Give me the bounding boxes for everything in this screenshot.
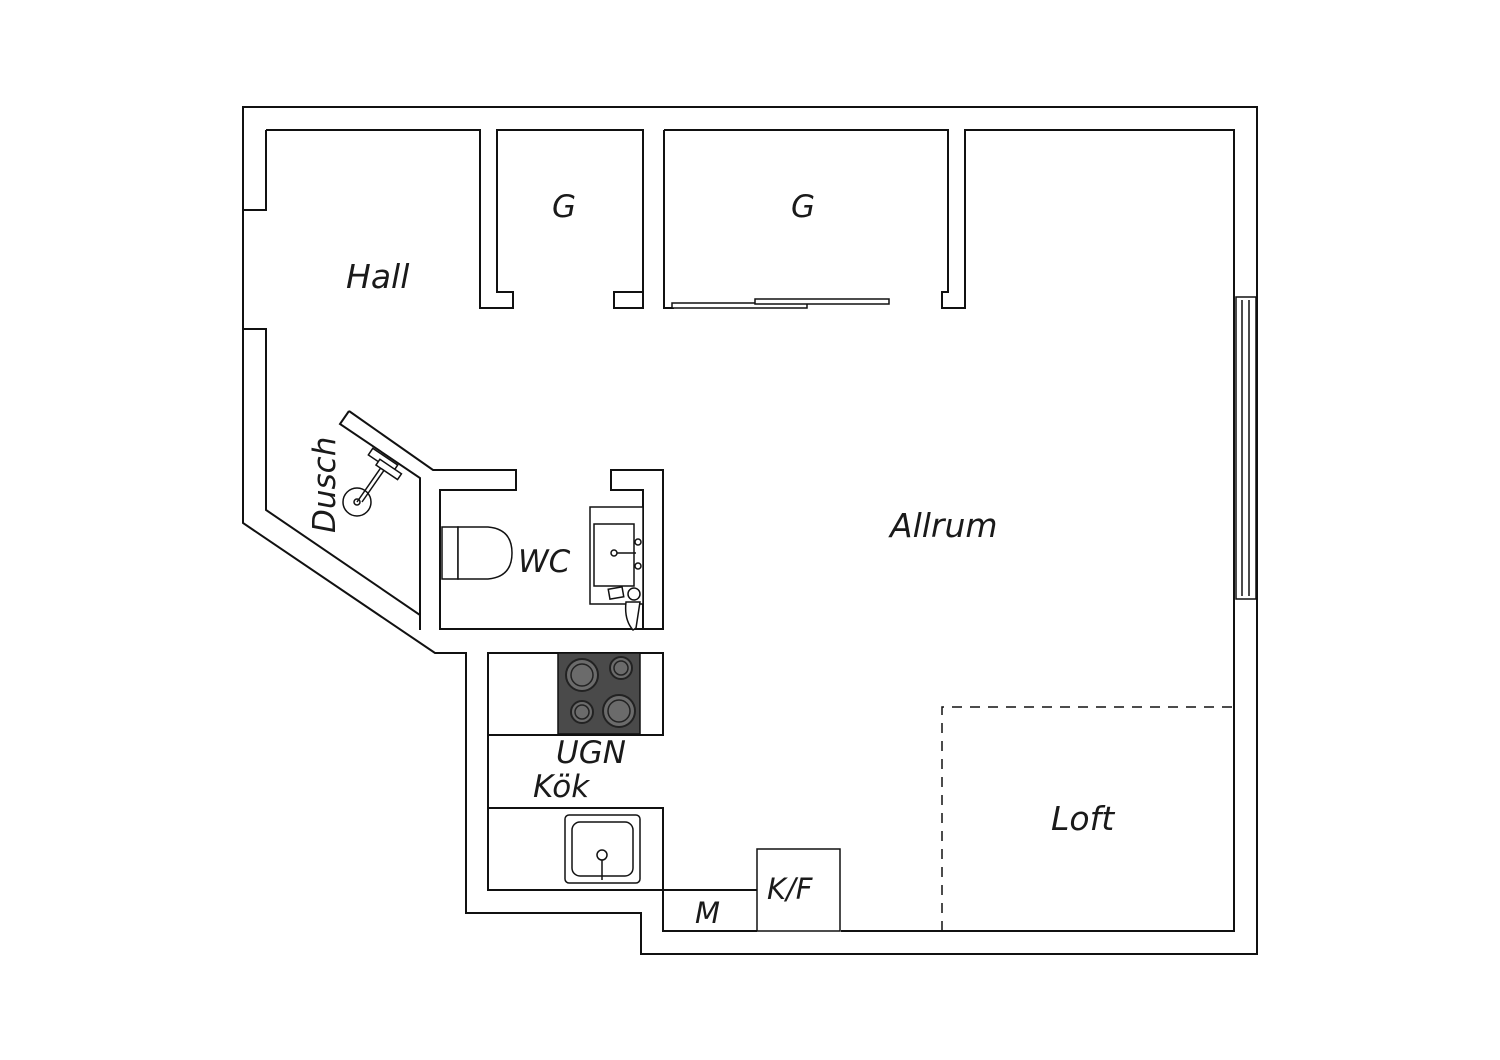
room-label-oven: UGN xyxy=(556,735,626,771)
sliding-door-left xyxy=(671,302,808,309)
room-label-shower: Dusch xyxy=(307,437,343,533)
room-label-wc: WC xyxy=(518,544,571,580)
room-label-closet2: G xyxy=(791,189,815,225)
kitchen-counter xyxy=(487,652,757,932)
bidet-shower-icon xyxy=(607,585,641,631)
closet-walls xyxy=(663,129,1235,932)
room-label-hall: Hall xyxy=(346,257,409,296)
hall-walls xyxy=(266,129,644,309)
room-label-living: Allrum xyxy=(888,506,998,545)
label-microwave: M xyxy=(695,896,720,930)
toilet-icon xyxy=(441,526,513,580)
loft-outline xyxy=(941,706,1234,931)
shower-head-icon xyxy=(342,447,403,517)
outer-wall xyxy=(242,106,1258,955)
sliding-door-right xyxy=(754,298,890,305)
window xyxy=(1235,296,1257,600)
room-label-loft: Loft xyxy=(1051,799,1115,838)
room-label-kitchen: Kök xyxy=(533,769,590,805)
inner-wall xyxy=(243,130,421,630)
fridge-freezer xyxy=(756,848,841,932)
room-label-closet1: G xyxy=(552,189,576,225)
shower-partition xyxy=(338,410,664,630)
kitchen-sink-icon xyxy=(564,814,641,884)
stovetop-icon xyxy=(557,652,641,735)
label-fridge-freezer: K/F xyxy=(767,872,814,906)
